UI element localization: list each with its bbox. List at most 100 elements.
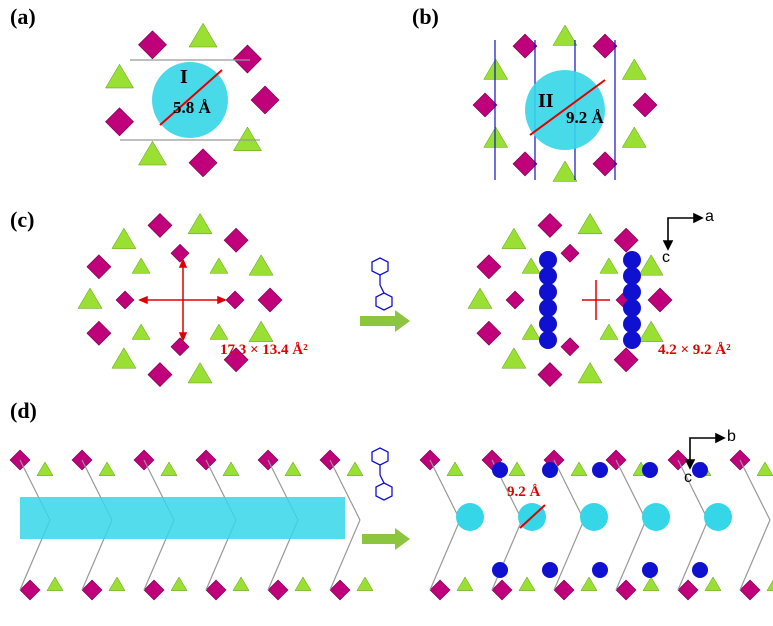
polyhedron (86, 320, 112, 346)
ligand-blob (642, 562, 658, 578)
triangle (621, 126, 647, 148)
polyhedron (537, 362, 563, 388)
triangle (209, 257, 229, 274)
polyhedron (170, 337, 190, 357)
ligand-blob (692, 562, 708, 578)
polyhedron (329, 579, 351, 601)
ligand-blob (623, 251, 641, 269)
polyhedron (233, 44, 262, 74)
polyhedron (677, 579, 699, 601)
triangle (599, 257, 619, 274)
polyhedron (613, 347, 639, 373)
linker (553, 459, 585, 521)
panel-label-a: (a) (10, 4, 36, 29)
triangle (138, 140, 167, 166)
polyhedron (512, 151, 538, 177)
channel-sphere (456, 503, 484, 531)
linker (553, 519, 585, 591)
ligand-blob (642, 462, 658, 478)
polyhedron (472, 92, 498, 118)
triangle (356, 576, 374, 591)
triangle (467, 287, 493, 309)
ligand-blob (539, 315, 557, 333)
triangle (222, 461, 240, 476)
polyhedron (476, 254, 502, 280)
polyhedron (138, 30, 167, 60)
window-size-before: 17.3 × 13.4 Å² (220, 342, 308, 358)
polyhedron (143, 579, 165, 601)
axis-c-label-d: c (684, 469, 692, 486)
polyhedron (429, 579, 451, 601)
arrow-c-icon (360, 310, 410, 332)
triangle (756, 461, 773, 476)
ligand-blob (539, 331, 557, 349)
ligand-icon-d (371, 447, 393, 501)
triangle (108, 576, 126, 591)
polyhedron (476, 320, 502, 346)
triangle (248, 320, 274, 342)
triangle (501, 347, 527, 369)
polyhedron (512, 33, 538, 59)
polyhedron (560, 243, 580, 263)
axes-c-icon (662, 212, 704, 251)
ligand-icon-c (371, 257, 393, 311)
axis-b-label: b (727, 428, 736, 445)
ligand-blob (539, 251, 557, 269)
triangle (233, 126, 262, 152)
triangle (160, 461, 178, 476)
channel-cylinder (20, 497, 345, 539)
polyhedron (491, 579, 513, 601)
triangle (552, 24, 578, 46)
linker (739, 519, 771, 591)
triangle (638, 254, 664, 276)
polyhedron (115, 290, 135, 310)
polyhedron (223, 347, 249, 373)
window-size-after: 4.2 × 9.2 Å² (658, 342, 731, 358)
polyhedron (632, 92, 658, 118)
polyhedron (553, 579, 575, 601)
polyhedron (250, 85, 280, 115)
polyhedron (257, 287, 283, 313)
panel-label-d: (d) (10, 398, 37, 423)
triangle (209, 323, 229, 340)
triangle (483, 126, 509, 148)
ligand-blob (623, 283, 641, 301)
ligand-blob (539, 267, 557, 285)
triangle (580, 576, 598, 591)
triangle (456, 576, 474, 591)
cage-II-diameter-line (529, 79, 606, 136)
polyhedron (267, 579, 289, 601)
linker (677, 459, 709, 521)
window-arrows-left (138, 258, 227, 342)
triangle (46, 576, 64, 591)
polyhedron (537, 212, 563, 238)
ligand-blob (623, 315, 641, 333)
polyhedron (592, 33, 618, 59)
triangle (621, 58, 647, 80)
triangle (570, 461, 588, 476)
triangle (508, 461, 526, 476)
triangle (521, 323, 541, 340)
ligand-blob (492, 562, 508, 578)
polyhedron (147, 362, 173, 388)
triangle (766, 579, 773, 591)
ligand-blob (542, 462, 558, 478)
triangle (170, 576, 188, 591)
window-arrows-right (582, 280, 610, 320)
polyhedron (170, 243, 190, 263)
polyhedron (105, 107, 134, 137)
triangle (187, 362, 213, 384)
triangle (284, 461, 302, 476)
triangle (294, 576, 312, 591)
ligand-blob (542, 562, 558, 578)
polyhedron (647, 287, 673, 313)
polyhedron (592, 151, 618, 177)
triangle (483, 58, 509, 80)
distance-label-d: 9.2 Å (507, 484, 541, 500)
polyhedron (19, 579, 41, 601)
polyhedron (615, 579, 637, 601)
polyhedron (739, 579, 761, 601)
triangle (599, 323, 619, 340)
panel-label-b: (b) (412, 4, 439, 29)
triangle (77, 287, 103, 309)
